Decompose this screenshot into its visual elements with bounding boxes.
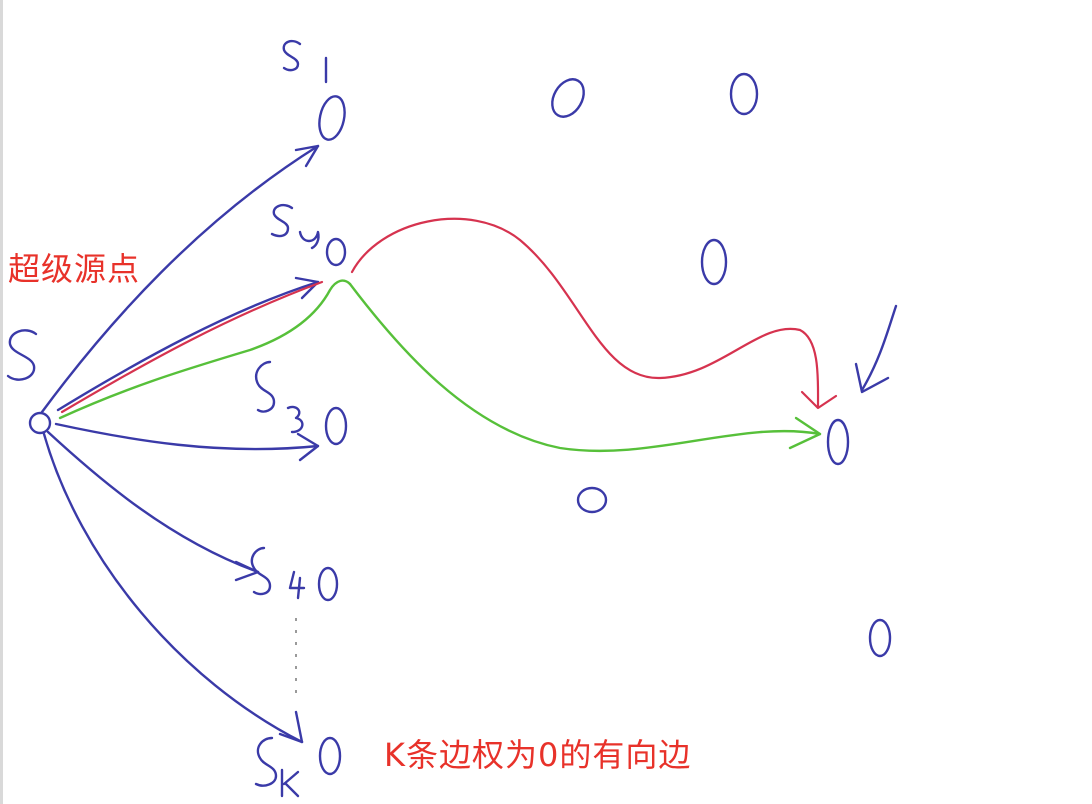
node-sk-zero: [318, 736, 342, 776]
edge-s-to-s4: [46, 430, 260, 574]
arrowhead-s1: [294, 144, 320, 168]
scattered-zero-1: [551, 78, 585, 118]
pointer-arrowhead: [854, 362, 890, 394]
node-s2-zero: [325, 237, 347, 267]
green-arrowhead: [788, 416, 822, 450]
red-path: [60, 217, 838, 414]
red-curve-s2-to-target: [350, 217, 820, 408]
pointer-arrow-shaft: [860, 304, 898, 392]
edge-s-to-s3: [54, 422, 320, 451]
scattered-zero-2: [729, 72, 759, 116]
node-s1-zero: [318, 95, 346, 141]
canvas-left-border: [0, 0, 3, 804]
node-label-s4: [250, 546, 339, 602]
target-zero-node: [826, 418, 850, 466]
edge-s-to-s1: [40, 144, 320, 414]
arrowhead-s4: [234, 560, 260, 582]
node-label-sk: [254, 736, 342, 798]
arrowhead-sk: [278, 710, 304, 744]
blue-edges: [40, 144, 320, 744]
edge-s-to-s2: [56, 280, 320, 412]
red-arrowhead: [800, 390, 838, 410]
scattered-zero-4: [576, 486, 608, 514]
scattered-zero-5: [868, 618, 892, 658]
node-label-s2: [270, 203, 347, 267]
pointer-arrow: [854, 304, 898, 394]
super-source-label: 超级源点: [8, 250, 141, 288]
k-zero-weight-edges-label: K条边权为0的有向边: [384, 736, 692, 774]
source-node-s: [6, 329, 52, 435]
arrowhead-s2: [294, 276, 320, 300]
green-edge-s-to-s2: [58, 279, 352, 420]
source-label-s-glyph: [6, 329, 38, 381]
source-node-circle: [28, 411, 52, 435]
node-s4-zero: [317, 566, 339, 602]
node-label-s1: [282, 39, 346, 141]
red-edge-s-to-s2: [60, 280, 324, 414]
edge-arrowhead-s3: [296, 432, 320, 462]
node-label-s3: [255, 360, 348, 446]
scattered-zero-3: [700, 238, 728, 286]
green-curve-s2-to-target: [348, 282, 822, 452]
edge-s-to-sk: [42, 432, 304, 744]
node-s3-zero: [324, 406, 348, 446]
green-path: [58, 279, 822, 452]
